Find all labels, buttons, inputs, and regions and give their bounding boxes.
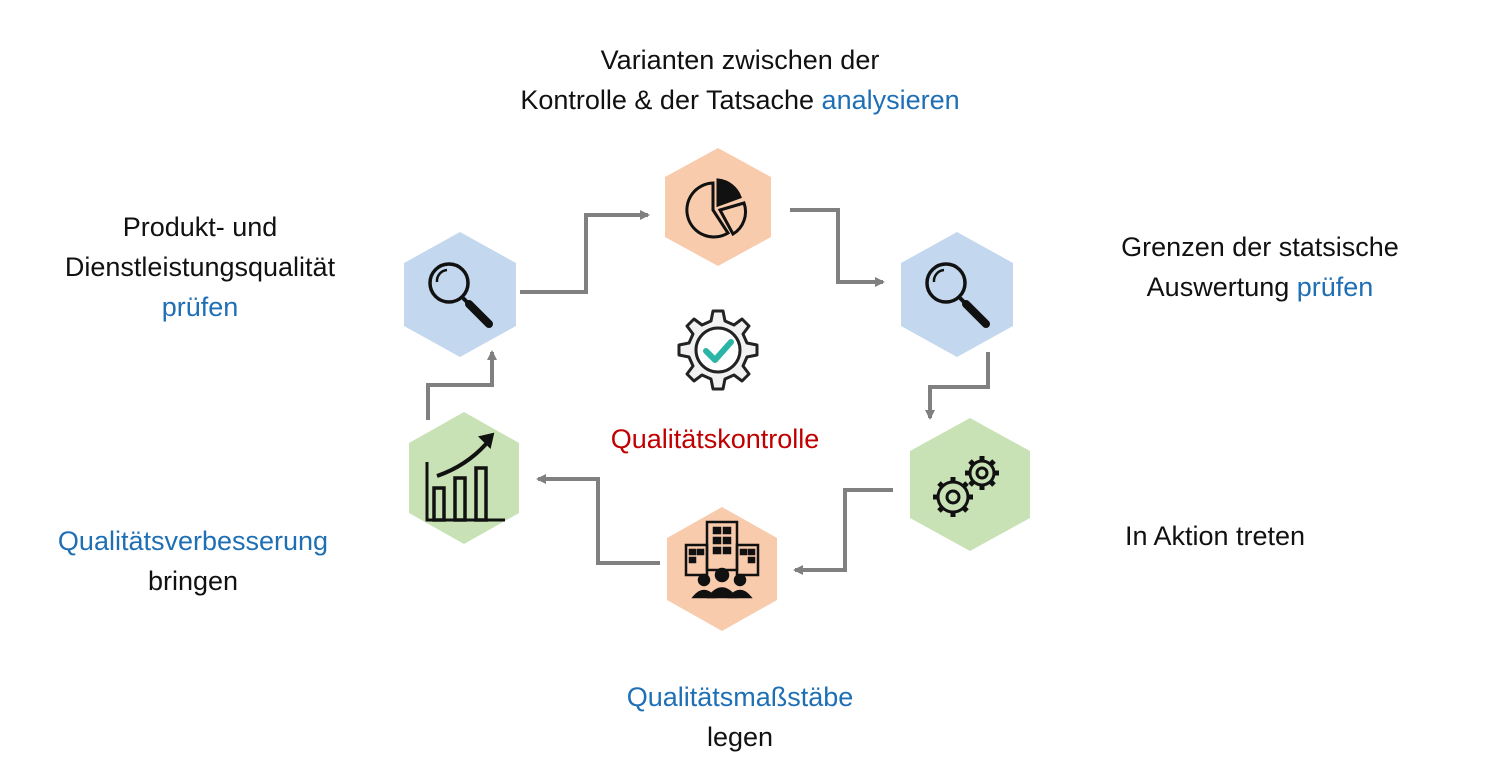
- step-label-text: Varianten zwischen der: [600, 45, 880, 75]
- step-label-text: Produkt- und: [122, 212, 278, 242]
- step-label-accent-text: Qualitätsmaßstäbe: [626, 682, 854, 712]
- step-label-accent-text: Qualitätsverbesserung: [57, 526, 329, 556]
- step-label-improve: Qualitätsverbesserung bringen: [10, 521, 376, 601]
- step-label-text: Grenzen der statsische: [1121, 232, 1399, 262]
- step-label-line: bringen: [10, 561, 376, 601]
- magnifier-icon: [925, 262, 990, 328]
- arrow-action-to-standards: [793, 488, 893, 575]
- office-team-icon: [684, 520, 760, 599]
- step-label-line: prüfen: [20, 287, 380, 327]
- step-label-action: In Aktion treten: [1080, 516, 1350, 556]
- step-label-line: Auswertung prüfen: [1060, 267, 1460, 307]
- step-label-text: legen: [706, 722, 774, 752]
- step-label-accent-text: prüfen: [1296, 272, 1374, 302]
- hexagon-analyze: [665, 148, 771, 266]
- magnifier-icon: [428, 262, 493, 328]
- step-label-accent-text: prüfen: [161, 292, 239, 322]
- arrow-limits-to-action: [925, 352, 990, 420]
- growth-chart-icon: [425, 432, 505, 522]
- step-label-line: Grenzen der statsische: [1060, 227, 1460, 267]
- arrow-improve-to-product: [426, 350, 497, 420]
- hexagon-product: [404, 232, 516, 357]
- step-label-line: Varianten zwischen der: [440, 40, 1040, 80]
- gear-check-icon: [677, 309, 759, 391]
- step-label-line: Kontrolle & der Tatsache analysieren: [440, 80, 1040, 120]
- step-label-text: Dienstleistungsqualität: [64, 252, 336, 282]
- arrow-standards-to-improve: [536, 474, 660, 565]
- step-label-line: legen: [560, 717, 920, 757]
- gears-icon: [933, 456, 999, 517]
- pie-chart-icon: [685, 178, 748, 239]
- hexagon-limits: [901, 232, 1013, 357]
- arrow-product-to-analyze: [520, 210, 650, 294]
- step-label-text: bringen: [147, 566, 239, 596]
- connector-arrows: [426, 208, 990, 575]
- step-label-text: In Aktion treten: [1124, 521, 1306, 551]
- step-label-accent-text: analysieren: [821, 85, 960, 115]
- step-label-standards: Qualitätsmaßstäbe legen: [560, 677, 920, 757]
- step-label-line: Qualitätsmaßstäbe: [560, 677, 920, 717]
- step-label-line: Produkt- und: [20, 207, 380, 247]
- step-label-line: In Aktion treten: [1080, 516, 1350, 556]
- arrow-analyze-to-limits: [790, 208, 885, 287]
- step-label-line: Qualitätsverbesserung: [10, 521, 376, 561]
- center-title: Qualitätskontrolle: [610, 424, 820, 454]
- step-label-text: Kontrolle & der Tatsache: [520, 85, 822, 115]
- step-label-text: Auswertung: [1146, 272, 1297, 302]
- step-label-line: Dienstleistungsqualität: [20, 247, 380, 287]
